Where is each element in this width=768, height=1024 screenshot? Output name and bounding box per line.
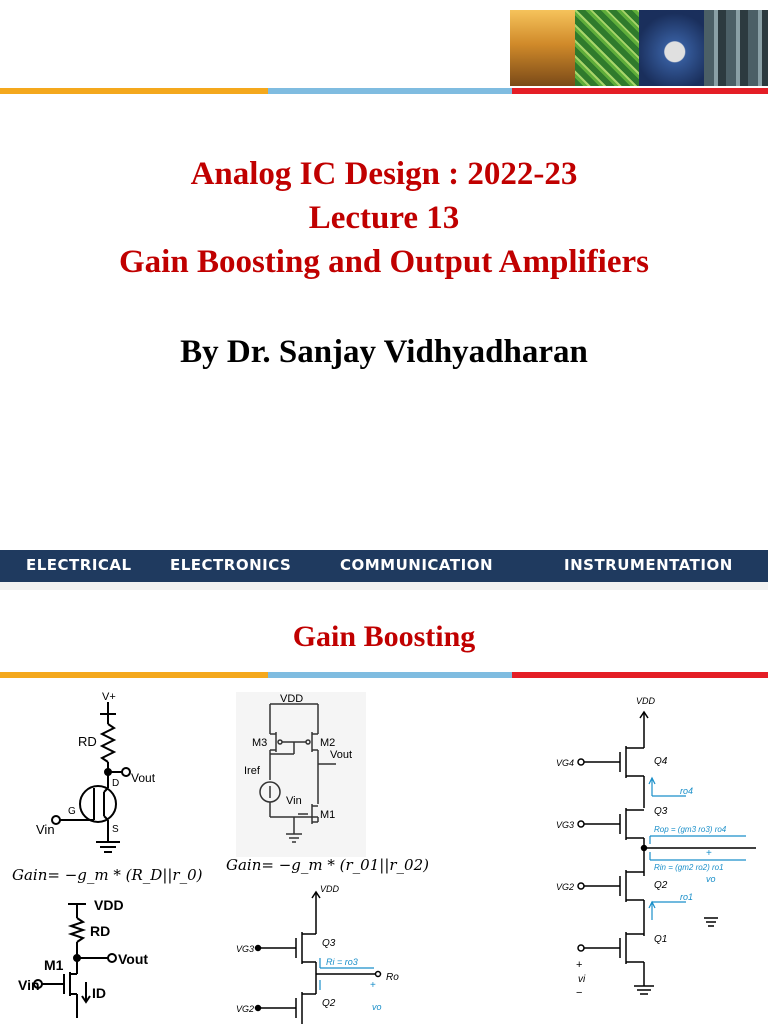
current-mirror-load-circuit: VDD M3 M2 Vout Iref Vin M1 — [236, 692, 366, 857]
m1-label: M1 — [44, 957, 64, 973]
vi-label: vi — [578, 974, 586, 985]
drain-label: D — [112, 778, 119, 789]
vg4-label: VG4 — [556, 758, 574, 768]
rd-label: RD — [78, 734, 97, 749]
plus-sign: + — [370, 980, 376, 991]
vdd-label: VDD — [280, 693, 303, 705]
q3-label: Q3 — [322, 938, 336, 949]
id-label: ID — [92, 985, 106, 1001]
lecture-title: Analog IC Design : 2022-23 Lecture 13 Ga… — [0, 152, 768, 284]
color-stripe — [0, 672, 768, 678]
course-title: Analog IC Design : 2022-23 — [190, 156, 578, 192]
q4-label: Q4 — [654, 756, 668, 767]
vin-label: Vin — [18, 977, 40, 993]
vg2-label: VG2 — [556, 882, 574, 892]
header-banner-image — [510, 10, 768, 86]
author-line: By Dr. Sanjay Vidhyadharan — [180, 334, 588, 370]
iref-label: Iref — [244, 765, 261, 777]
slide-separator — [0, 582, 768, 590]
plus-sign: + — [706, 848, 712, 859]
gain-formula-rd: Gain= −g_m * (R_D||r_0) — [12, 866, 203, 884]
vout-label: Vout — [330, 749, 352, 761]
color-stripe — [0, 88, 768, 94]
ro-label: Ro — [386, 972, 399, 983]
q1-label: Q1 — [654, 934, 667, 945]
q2-label: Q2 — [654, 880, 668, 891]
rop-label: Rop = (gm3 ro3) ro4 — [654, 825, 727, 834]
vout-label: Vout — [131, 771, 156, 785]
category-instrumentation: INSTRUMENTATION — [564, 556, 733, 574]
common-source-rd-circuit: V+ RD D Vout G Vin S — [36, 692, 156, 853]
vg3-label: VG3 — [556, 820, 574, 830]
rin-label: Rin = (gm2 ro2) ro1 — [654, 863, 724, 872]
ri-label: Ri = ro3 — [326, 957, 358, 967]
vin-label: Vin — [36, 822, 55, 837]
lecture-topic: Gain Boosting and Output Amplifiers — [119, 244, 649, 280]
vg2-label: VG2 — [236, 1004, 254, 1014]
rd-label: RD — [90, 923, 110, 939]
gate-label: G — [68, 806, 76, 817]
category-electronics: ELECTRONICS — [170, 556, 292, 574]
vin-label: Vin — [286, 795, 302, 807]
cascode-stack-circuit: VDD VG4 Q4 ro4 VG3 Q3 Rop = (gm3 ro3) ro… — [556, 696, 756, 999]
vo-label: vo — [372, 1002, 382, 1012]
slide-title: Gain Boosting — [292, 620, 476, 653]
vi-minus-sign: − — [576, 987, 582, 999]
ro1-label: ro1 — [680, 892, 693, 902]
vout-label: Vout — [118, 951, 148, 967]
m3-label: M3 — [252, 737, 267, 749]
vplus-label: V+ — [102, 692, 116, 703]
nmos-rd-circuit: VDD RD Vout M1 Vin ID — [18, 898, 148, 1018]
category-communication: COMMUNICATION — [340, 556, 493, 574]
vdd-label: VDD — [94, 898, 124, 913]
ro4-label: ro4 — [680, 786, 693, 796]
category-electrical: ELECTRICAL — [26, 556, 132, 574]
cascode-input-circuit: VDD VG3 Q3 Ri = ro3 Ro + VG2 Q2 vo — [236, 884, 399, 1024]
source-label: S — [112, 824, 119, 835]
gain-boosting-slide: Gain Boosting V+ RD — [0, 590, 768, 1024]
q3-label: Q3 — [654, 806, 668, 817]
m1-label: M1 — [320, 809, 335, 821]
category-bar: ELECTRICAL ELECTRONICS COMMUNICATION INS… — [0, 550, 768, 582]
vdd-label: VDD — [320, 884, 340, 894]
vdd-label: VDD — [636, 696, 656, 706]
lecture-number: Lecture 13 — [308, 200, 460, 236]
vg3-label: VG3 — [236, 944, 254, 954]
title-slide: Analog IC Design : 2022-23 Lecture 13 Ga… — [0, 10, 768, 582]
m2-label: M2 — [320, 737, 335, 749]
q2-label: Q2 — [322, 998, 336, 1009]
vi-plus-sign: + — [576, 959, 582, 971]
vo-label: vo — [706, 874, 716, 884]
gain-formula-ro: Gain= −g_m * (r_01||r_02) — [226, 856, 429, 874]
